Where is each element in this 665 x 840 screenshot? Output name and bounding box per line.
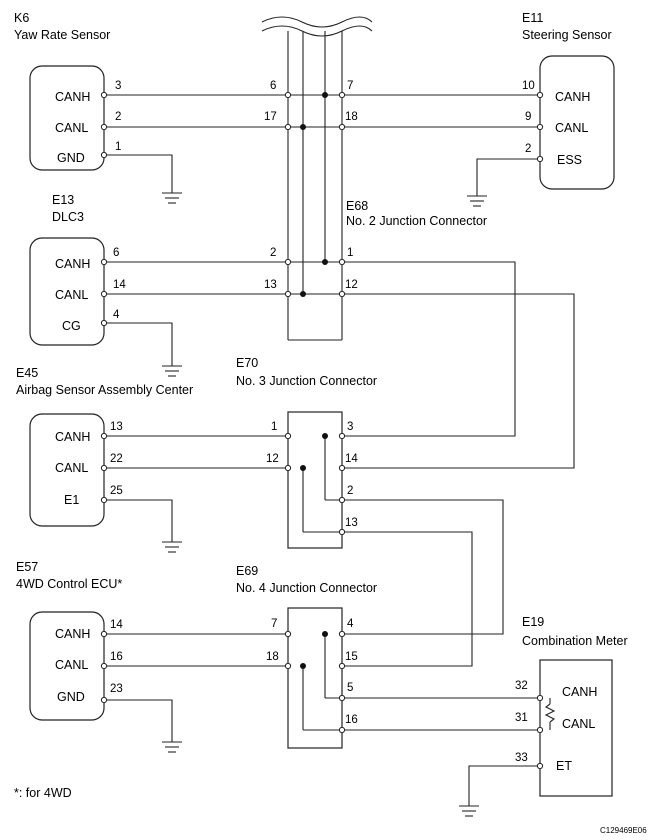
e70-pin-13: 13	[345, 517, 358, 529]
e11-canl-label: CANL	[555, 121, 588, 135]
e68-pin-1: 1	[347, 247, 353, 259]
e19-pin-canl: 31	[515, 712, 528, 724]
e45-name: Airbag Sensor Assembly Center	[16, 383, 193, 397]
e57-pin-canh: 14	[110, 619, 123, 631]
ground-icon-e11	[467, 195, 487, 207]
k6-pin-canl: 2	[115, 111, 121, 123]
e11-canh-label: CANH	[555, 90, 590, 104]
e57-canl-label: CANL	[55, 658, 88, 672]
k6-pin-canh: 3	[115, 80, 121, 92]
k6-e11-wires	[104, 94, 540, 196]
e11-ess-label: ESS	[557, 153, 582, 167]
e69-pin-18: 18	[266, 651, 279, 663]
e70-pin-1: 1	[271, 421, 277, 433]
e68-code: E68	[346, 199, 368, 213]
e45-wires	[104, 435, 473, 667]
pin-terminals	[100, 91, 544, 770]
e13-code: E13	[52, 193, 74, 207]
e13-cg-label: CG	[62, 319, 81, 333]
footnote: *: for 4WD	[14, 786, 72, 800]
e19-combination-meter: E19 Combination Meter CANH CANL ET 32 31…	[515, 615, 628, 797]
e19-canl-label: CANL	[562, 717, 595, 731]
ground-icon-e13	[162, 365, 182, 377]
k6-code: K6	[14, 11, 29, 25]
e70-name: No. 3 Junction Connector	[236, 374, 377, 388]
k6-name: Yaw Rate Sensor	[14, 28, 110, 42]
e19-pin-canh: 32	[515, 680, 528, 692]
e45-pin-canl: 22	[110, 453, 123, 465]
e68-trunk	[261, 16, 373, 341]
e68-pin-12: 12	[345, 279, 358, 291]
e70-code: E70	[236, 356, 258, 370]
e69-pin-16: 16	[345, 714, 358, 726]
e70-pin-2: 2	[347, 485, 353, 497]
e11-steering-sensor: E11 Steering Sensor CANH CANL ESS 10 9 2	[522, 11, 615, 190]
e11-code: E11	[522, 11, 543, 25]
e68-pin-17: 17	[264, 111, 277, 123]
e45-canh-label: CANH	[55, 430, 90, 444]
e19-canh-label: CANH	[562, 685, 597, 699]
junction-dots	[300, 92, 328, 669]
e68-pin-7: 7	[347, 80, 353, 92]
e68-pin-2: 2	[270, 247, 276, 259]
e57-4wd-control-ecu: E57 4WD Control ECU* CANH CANL GND 14 16…	[16, 560, 123, 721]
e11-pin-canl: 9	[525, 111, 531, 123]
e45-pin-e1: 25	[110, 485, 123, 497]
ground-icon-k6	[162, 192, 182, 204]
e13-canh-label: CANH	[55, 257, 90, 271]
e45-code: E45	[16, 366, 38, 380]
e69-pin-7: 7	[271, 618, 277, 630]
e13-pin-canh: 6	[113, 247, 119, 259]
e68-pin-6: 6	[270, 80, 276, 92]
e69-pin-15: 15	[345, 651, 358, 663]
e13-canl-label: CANL	[55, 288, 88, 302]
e57-name: 4WD Control ECU*	[16, 577, 122, 591]
e69-name: No. 4 Junction Connector	[236, 581, 377, 595]
e70-pin-12: 12	[266, 453, 279, 465]
e19-wires	[342, 697, 540, 806]
e11-name: Steering Sensor	[522, 28, 612, 42]
k6-yaw-rate-sensor: K6 Yaw Rate Sensor CANH CANL GND 3 2 1	[14, 11, 121, 171]
k6-pin-gnd: 1	[115, 141, 121, 153]
e69-pin-4: 4	[347, 618, 354, 630]
e57-pin-canl: 16	[110, 651, 123, 663]
e19-code: E19	[522, 615, 544, 629]
ground-icon-e57	[162, 741, 182, 753]
e45-e1-label: E1	[64, 493, 79, 507]
e68-name: No. 2 Junction Connector	[346, 214, 487, 228]
e19-name: Combination Meter	[522, 634, 628, 648]
e57-pin-gnd: 23	[110, 683, 123, 695]
e57-code: E57	[16, 560, 38, 574]
e70-junction-connector: E70 No. 3 Junction Connector 1 12 3 14 2…	[236, 356, 377, 549]
e19-et-label: ET	[556, 759, 572, 773]
e69-pin-5: 5	[347, 682, 353, 694]
e45-canl-label: CANL	[55, 461, 88, 475]
e13-pin-cg: 4	[113, 309, 120, 321]
e57-canh-label: CANH	[55, 627, 90, 641]
e69-junction-connector: E69 No. 4 Junction Connector 7 18 4 15 5…	[236, 564, 377, 749]
e13-pin-canl: 14	[113, 279, 126, 291]
e70-pin-3: 3	[347, 421, 353, 433]
e19-pin-et: 33	[515, 752, 528, 764]
e13-name: DLC3	[52, 210, 84, 224]
e45-pin-canh: 13	[110, 421, 123, 433]
figure-id: C129469E06	[600, 826, 647, 835]
e13-dlc3: E13 DLC3 CANH CANL CG 6 14 4	[29, 193, 126, 346]
e68-pin-18: 18	[345, 111, 358, 123]
ground-icon-e19	[459, 805, 479, 817]
k6-gnd-label: GND	[57, 151, 85, 165]
e11-pin-ess: 2	[525, 143, 531, 155]
k6-canh-label: CANH	[55, 90, 90, 104]
e57-gnd-label: GND	[57, 690, 85, 704]
ground-icon-e45	[162, 541, 182, 553]
e57-wires	[104, 499, 504, 742]
e70-pin-14: 14	[345, 453, 358, 465]
k6-canl-label: CANL	[55, 121, 88, 135]
e68-pin-13: 13	[264, 279, 277, 291]
termination-resistor-icon	[544, 703, 556, 723]
e11-pin-canh: 10	[522, 80, 535, 92]
e69-code: E69	[236, 564, 258, 578]
